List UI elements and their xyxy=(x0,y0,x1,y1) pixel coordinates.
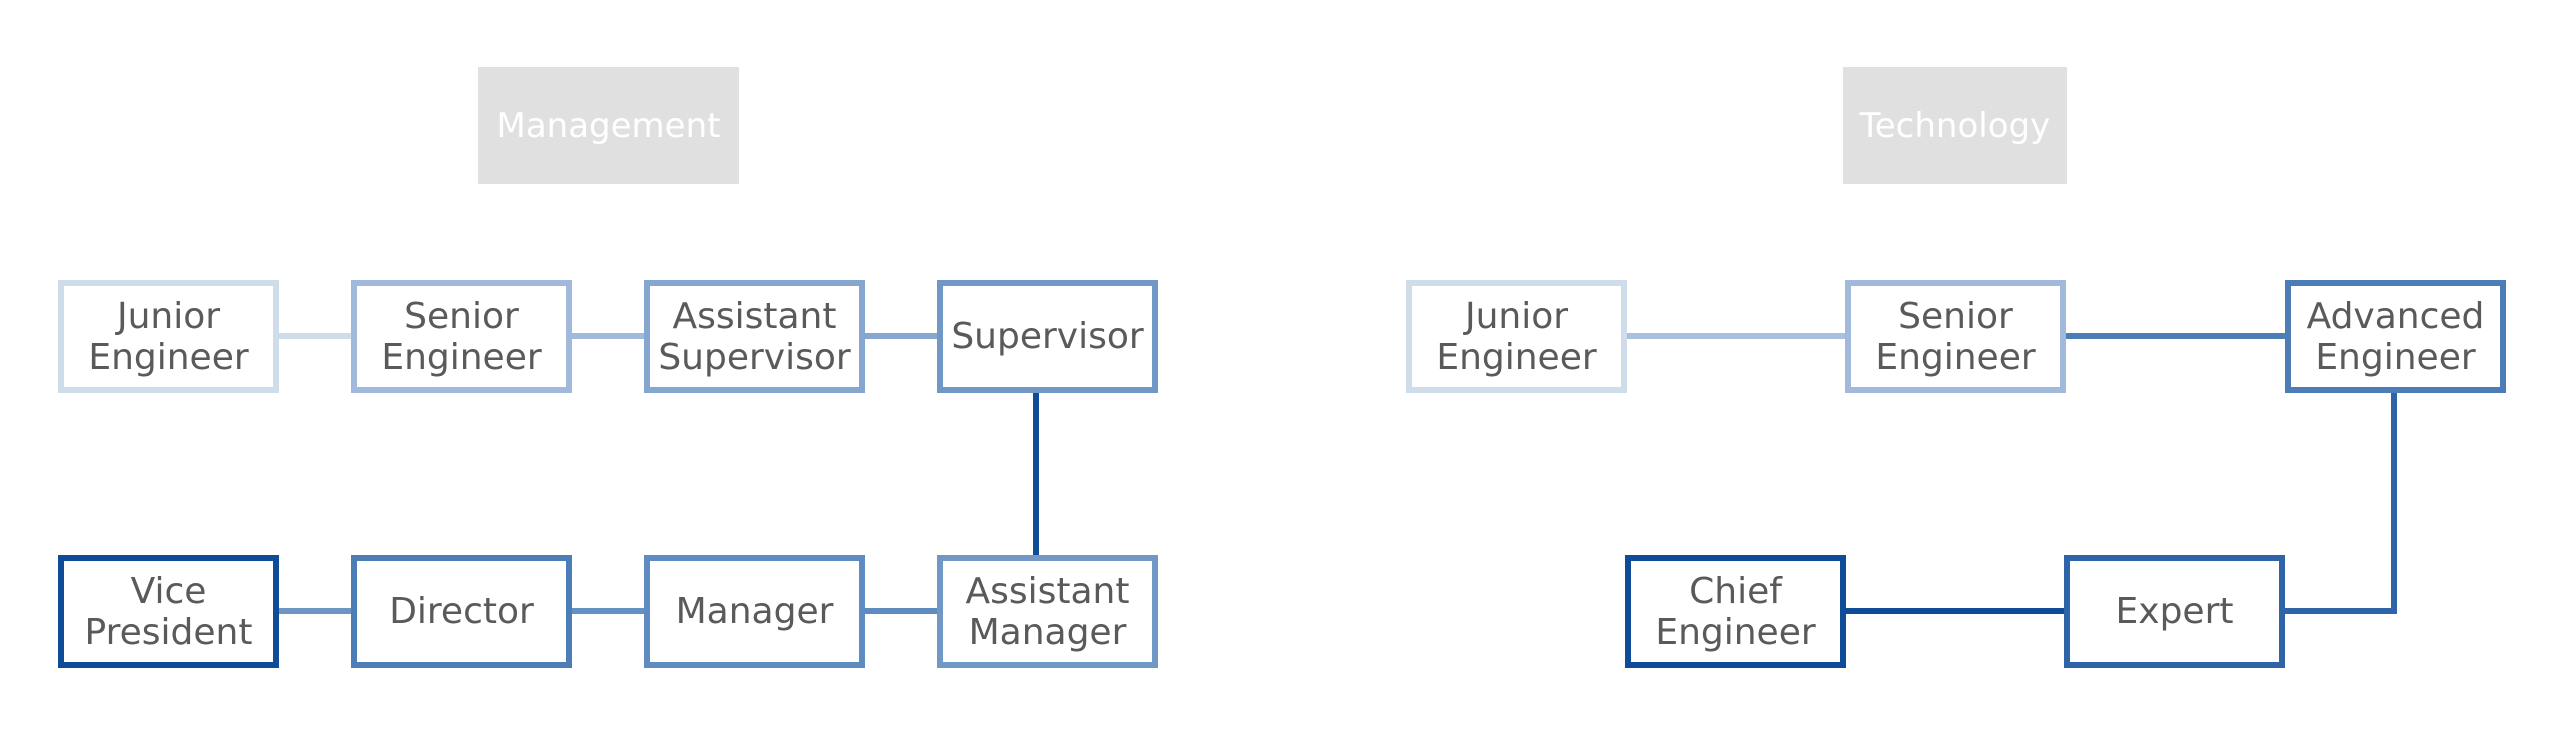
mgmt-senior-engineer-label: Senior Engineer xyxy=(381,295,542,378)
mgmt-assistant-supervisor-node: Assistant Supervisor xyxy=(644,280,865,393)
connector-tech-advanced-expert xyxy=(2285,393,2397,614)
mgmt-junior-engineer-node: Junior Engineer xyxy=(58,280,279,393)
mgmt-manager-label: Manager xyxy=(675,591,834,632)
tech-senior-engineer-node: Senior Engineer xyxy=(1845,280,2066,393)
tech-expert-node: Expert xyxy=(2064,555,2285,668)
tech-chief-engineer-node: Chief Engineer xyxy=(1625,555,1846,668)
tech-junior-engineer-node: Junior Engineer xyxy=(1406,280,1627,393)
tech-advanced-engineer-node: Advanced Engineer xyxy=(2285,280,2506,393)
tech-expert-label: Expert xyxy=(2115,591,2234,632)
mgmt-assistant-manager-label: Assistant Manager xyxy=(965,570,1130,653)
mgmt-director-label: Director xyxy=(389,591,534,632)
management-header: Management xyxy=(478,67,739,184)
mgmt-senior-engineer-node: Senior Engineer xyxy=(351,280,572,393)
mgmt-vice-president-node: Vice President xyxy=(58,555,279,668)
mgmt-assistant-supervisor-label: Assistant Supervisor xyxy=(658,295,851,378)
mgmt-junior-engineer-label: Junior Engineer xyxy=(88,295,249,378)
tech-senior-engineer-label: Senior Engineer xyxy=(1875,295,2036,378)
tech-junior-engineer-label: Junior Engineer xyxy=(1436,295,1597,378)
tech-advanced-engineer-label: Advanced Engineer xyxy=(2306,295,2485,378)
mgmt-supervisor-label: Supervisor xyxy=(951,316,1144,357)
technology-header: Technology xyxy=(1843,67,2067,184)
mgmt-vice-president-label: Vice President xyxy=(84,570,253,653)
mgmt-assistant-manager-node: Assistant Manager xyxy=(937,555,1158,668)
mgmt-director-node: Director xyxy=(351,555,572,668)
mgmt-supervisor-node: Supervisor xyxy=(937,280,1158,393)
mgmt-manager-node: Manager xyxy=(644,555,865,668)
tech-chief-engineer-label: Chief Engineer xyxy=(1655,570,1816,653)
